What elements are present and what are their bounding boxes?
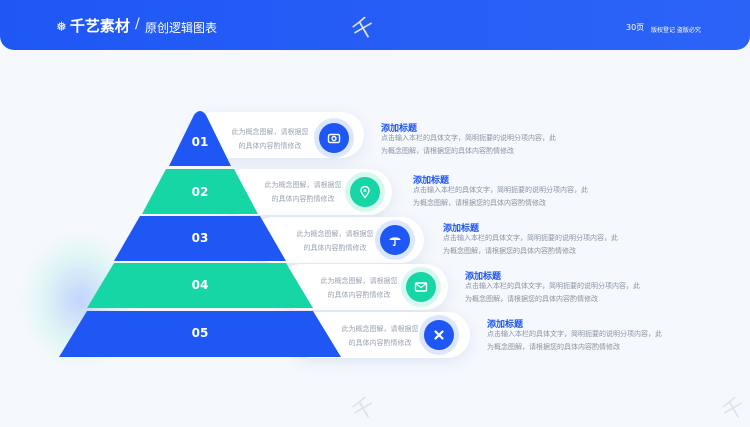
pyramid-tier-2[interactable]: 02 <box>142 169 258 214</box>
location-pin-icon <box>360 185 370 199</box>
tier-icon-button-5[interactable] <box>424 320 454 350</box>
tier-card-text-4: 此为概念图解，请根据您的具体内容酌情修改 <box>320 277 398 299</box>
snowflake-icon: ❅ <box>56 20 67 35</box>
mail-icon <box>414 282 428 292</box>
copyright-notice: 版权登记 盗版必究 <box>651 27 701 34</box>
page-title: 原创逻辑图表 <box>145 21 218 35</box>
tier-number: 04 <box>191 278 209 292</box>
camera-icon <box>327 133 341 144</box>
item-desc-1: 点击输入本栏的具体文字，简明扼要的说明分项内容，此为概念图解，请根据您的具体内容… <box>381 134 556 155</box>
item-title-3: 添加标题 <box>443 224 480 234</box>
brand-name: 千艺素材 <box>69 17 130 35</box>
tier-card-text-1: 此为概念图解，请根据您的具体内容酌情修改 <box>231 128 309 150</box>
tier-icon-button-4[interactable] <box>406 272 436 302</box>
item-title-4: 添加标题 <box>465 272 502 282</box>
tier-number: 02 <box>191 185 209 199</box>
pyramid-tier-4[interactable]: 04 <box>87 263 313 308</box>
close-icon <box>434 330 444 340</box>
tier-card-text-5: 此为概念图解，请根据您的具体内容酌情修改 <box>341 325 419 347</box>
page-count: 30页 <box>626 23 645 32</box>
item-desc-3: 点击输入本栏的具体文字，简明扼要的说明分项内容，此为概念图解，请根据您的具体内容… <box>443 234 618 255</box>
pyramid-tier-1[interactable]: 01 <box>169 110 231 166</box>
tier-number: 01 <box>191 135 209 149</box>
pyramid-tier-3[interactable]: 03 <box>114 216 286 261</box>
item-title-2: 添加标题 <box>413 176 450 186</box>
header-bar: ❅千艺素材 / 原创逻辑图表 30页 版权登记 盗版必究 <box>0 0 750 50</box>
tier-number: 03 <box>191 231 209 245</box>
title-divider: / <box>135 16 140 32</box>
tier-number: 05 <box>191 326 209 340</box>
watermark-mark: 千 <box>348 393 381 427</box>
tier-icon-button-2[interactable] <box>350 177 380 207</box>
item-desc-4: 点击输入本栏的具体文字，简明扼要的说明分项内容，此为概念图解，请根据您的具体内容… <box>465 282 640 303</box>
tier-icon-button-1[interactable] <box>319 123 349 153</box>
tier-card-text-2: 此为概念图解，请根据您的具体内容酌情修改 <box>264 181 342 203</box>
pyramid-tier-5[interactable]: 05 <box>59 311 341 357</box>
umbrella-icon <box>389 237 401 247</box>
item-title-5: 添加标题 <box>487 320 524 330</box>
item-desc-2: 点击输入本栏的具体文字，简明扼要的说明分项内容，此为概念图解，请根据您的具体内容… <box>413 186 588 207</box>
tier-card-text-3: 此为概念图解，请根据您的具体内容酌情修改 <box>296 230 374 252</box>
item-title-1: 添加标题 <box>381 124 418 134</box>
tier-icon-button-3[interactable] <box>380 225 410 255</box>
brand-logo[interactable]: ❅千艺素材 <box>56 15 130 36</box>
item-desc-5: 点击输入本栏的具体文字，简明扼要的说明分项内容，此为概念图解，请根据您的具体内容… <box>487 330 662 351</box>
watermark-mark: 千 <box>718 393 750 427</box>
